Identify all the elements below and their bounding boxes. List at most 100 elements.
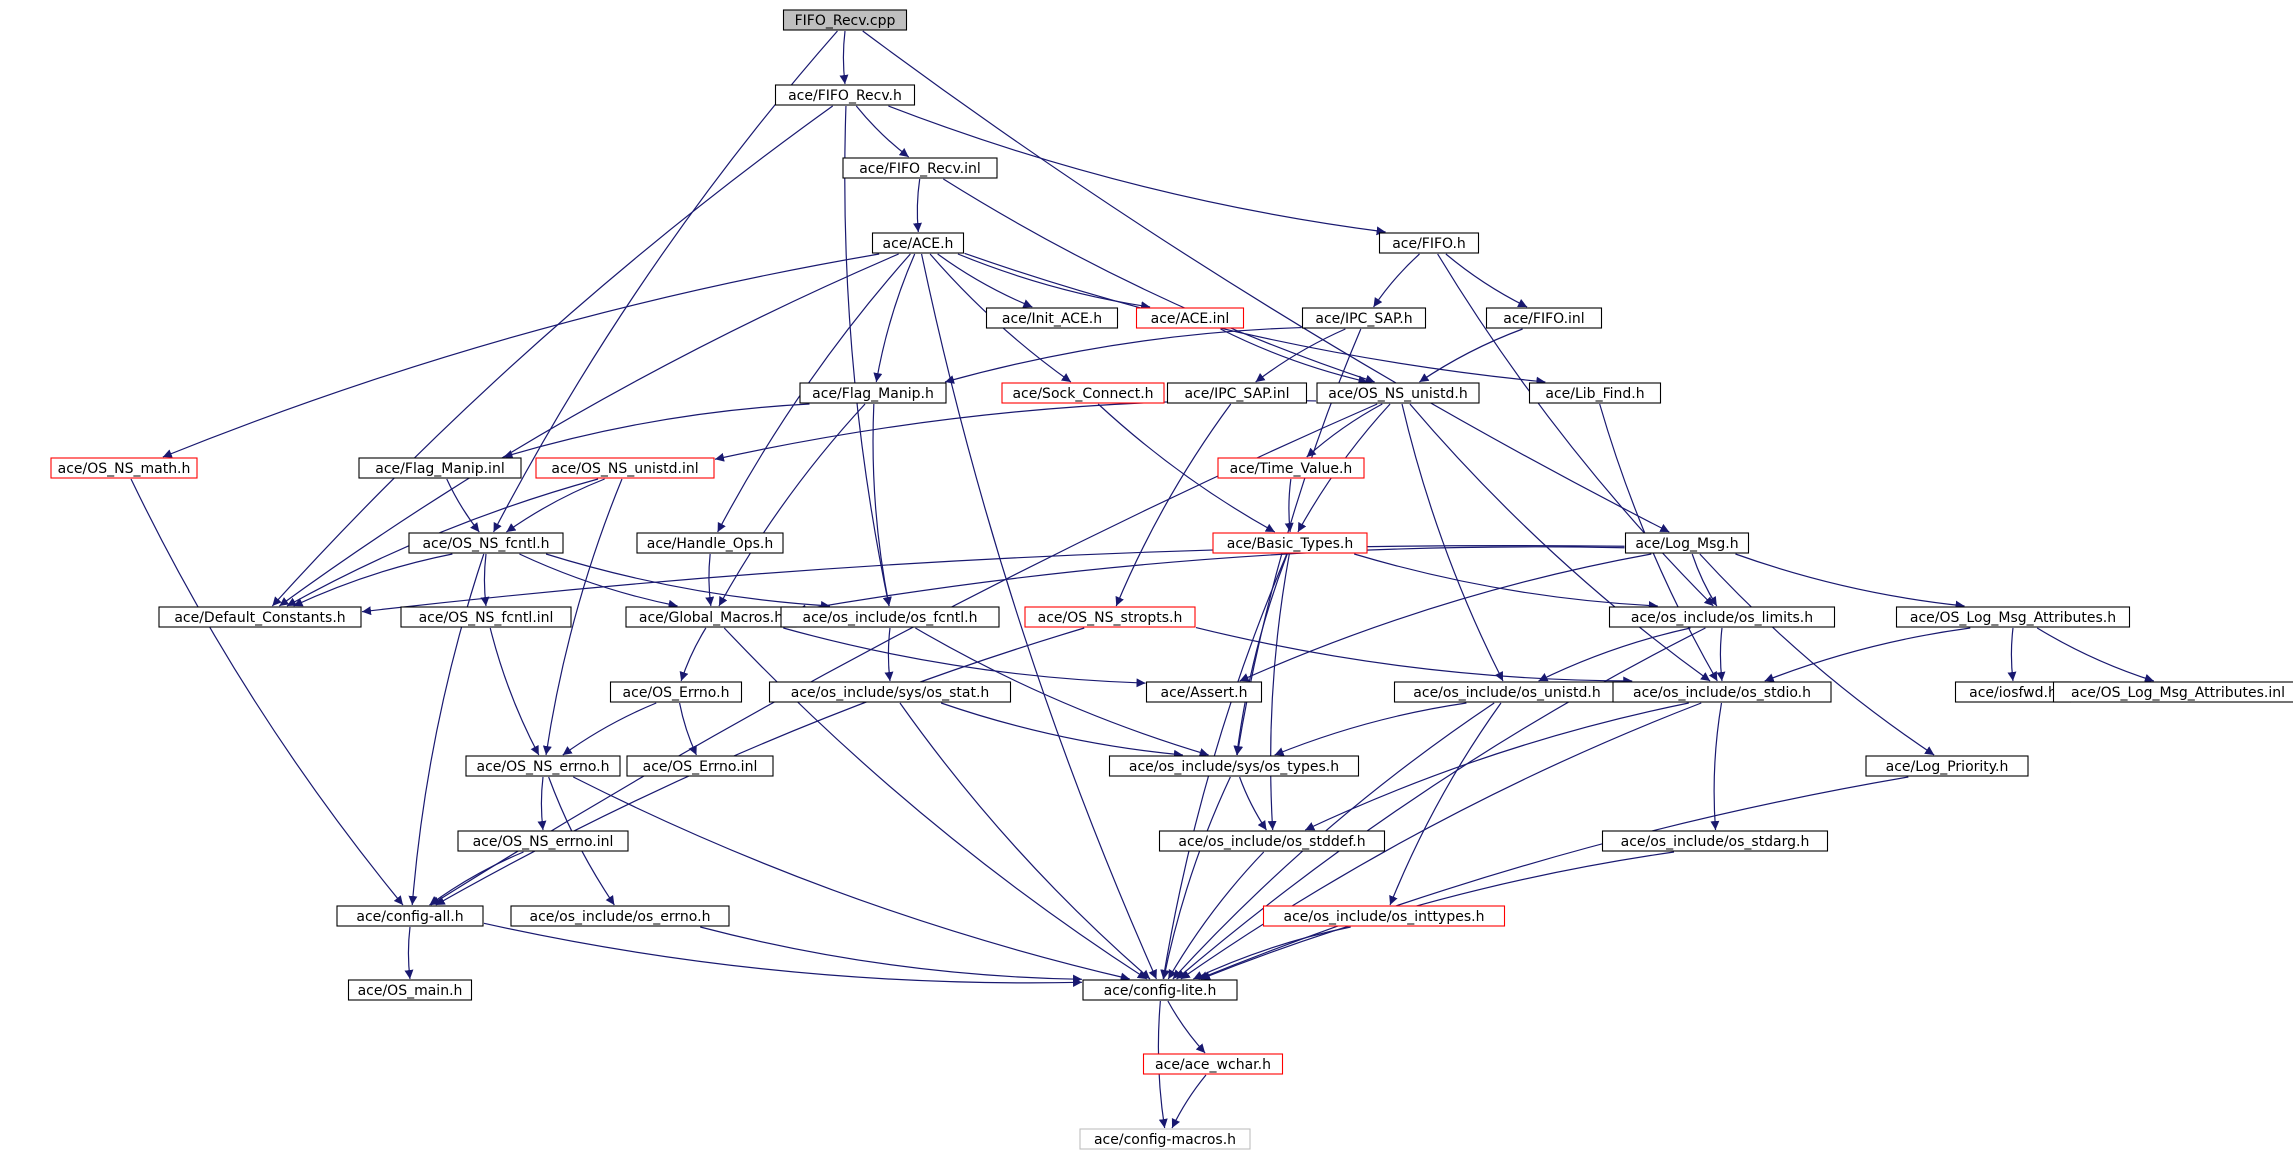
node-box	[1378, 232, 1480, 254]
node-global-macros-h[interactable]: ace/Global_Macros.h	[625, 606, 797, 628]
edge-flag-manip-inl-to-os-ns-fcntl-h	[446, 478, 480, 533]
node-box	[1217, 457, 1365, 479]
node-os-unistd-h[interactable]: ace/os_include/os_unistd.h	[1393, 681, 1621, 703]
node-config-all-h[interactable]: ace/config-all.h	[336, 905, 484, 927]
edge-os-log-msg-attr-h-to-iosfwd-h	[2007, 627, 2017, 682]
node-label: ace/FIFO_Recv.inl	[859, 161, 981, 177]
edge-os-log-msg-attr-h-to-os-stdio-h	[1764, 627, 1971, 682]
edge-log-msg-h-to-default-constants-h	[361, 544, 1625, 616]
node-box	[510, 905, 730, 927]
node-box	[336, 905, 484, 927]
node-box	[457, 830, 629, 852]
node-os-ns-stropts-h[interactable]: ace/OS_NS_stropts.h	[1024, 606, 1196, 628]
node-label: ace/os_include/os_stddef.h	[1178, 834, 1365, 850]
edge-os-log-msg-attr-h-to-os-log-msg-attr-inl	[2036, 627, 2154, 683]
node-os-types-h[interactable]: ace/os_include/sys/os_types.h	[1108, 755, 1360, 777]
node-os-ns-fcntl-h[interactable]: ace/OS_NS_fcntl.h	[408, 532, 564, 554]
node-label: ace/Basic_Types.h	[1227, 536, 1353, 552]
node-box	[609, 681, 743, 703]
node-label: FIFO_Recv.cpp	[795, 13, 896, 29]
node-label: ace/ACE.inl	[1151, 311, 1230, 327]
node-ipc-sap-h[interactable]: ace/IPC_SAP.h	[1301, 307, 1427, 329]
node-assert-h[interactable]: ace/Assert.h	[1145, 681, 1263, 703]
edge-ipc-sap-h-to-flag-manip-h	[944, 326, 1302, 384]
node-os-ns-errno-inl[interactable]: ace/OS_NS_errno.inl	[457, 830, 629, 852]
node-config-macros-h[interactable]: ace/config-macros.h	[1079, 1128, 1251, 1150]
node-config-lite-h[interactable]: ace/config-lite.h	[1082, 979, 1238, 1001]
edge-root-to-fifo-recv-h	[839, 30, 849, 85]
node-log-msg-h[interactable]: ace/Log_Msg.h	[1624, 532, 1750, 554]
edge-fifo-recv-inl-to-os-ns-unistd-h	[943, 178, 1375, 384]
node-box	[1301, 307, 1427, 329]
edge-log-msg-h-to-os-log-msg-attr-h	[1735, 553, 1965, 610]
node-label: ace/FIFO.h	[1392, 236, 1466, 252]
node-os-ns-unistd-inl[interactable]: ace/OS_NS_unistd.inl	[535, 457, 715, 479]
node-box	[636, 532, 784, 554]
edge-os-ns-errno-inl-to-config-all-h	[429, 851, 524, 906]
node-box	[1142, 1053, 1284, 1075]
node-ace-h[interactable]: ace/ACE.h	[871, 232, 965, 254]
node-log-priority-h[interactable]: ace/Log_Priority.h	[1865, 755, 2029, 777]
node-os-limits-h[interactable]: ace/os_include/os_limits.h	[1608, 606, 1836, 628]
node-os-errno-os-h[interactable]: ace/os_include/os_errno.h	[510, 905, 730, 927]
node-label: ace/Lib_Find.h	[1545, 386, 1644, 402]
node-os-stdarg-h[interactable]: ace/os_include/os_stdarg.h	[1601, 830, 1829, 852]
node-flag-manip-h[interactable]: ace/Flag_Manip.h	[799, 382, 947, 404]
node-os-ns-unistd-h[interactable]: ace/OS_NS_unistd.h	[1316, 382, 1480, 404]
node-os-fcntl-h[interactable]: ace/os_include/os_fcntl.h	[780, 606, 1000, 628]
edge-os-stdio-h-to-os-stddef-h	[1304, 702, 1689, 831]
edge-os-errno-h-to-os-errno-inl	[678, 702, 697, 756]
node-time-value-h[interactable]: ace/Time_Value.h	[1217, 457, 1365, 479]
node-root[interactable]: FIFO_Recv.cpp	[782, 9, 908, 31]
node-os-stddef-h[interactable]: ace/os_include/os_stddef.h	[1158, 830, 1386, 852]
node-os-inttypes-h[interactable]: ace/os_include/os_inttypes.h	[1262, 905, 1506, 927]
node-box	[347, 979, 473, 1001]
node-os-ns-fcntl-inl[interactable]: ace/OS_NS_fcntl.inl	[400, 606, 572, 628]
node-default-constants-h[interactable]: ace/Default_Constants.h	[158, 606, 362, 628]
node-os-main-h[interactable]: ace/OS_main.h	[347, 979, 473, 1001]
nodes-layer: FIFO_Recv.cpp ace/FIFO_Recv.h ace/FIFO_Rec…	[50, 9, 2293, 1150]
node-os-log-msg-attr-h[interactable]: ace/OS_Log_Msg_Attributes.h	[1895, 606, 2131, 628]
edge-ace-h-to-config-lite-h	[920, 253, 1157, 980]
node-os-stdio-h[interactable]: ace/os_include/os_stdio.h	[1612, 681, 1832, 703]
edge-os-ns-unistd-inl-to-os-ns-errno-h	[542, 478, 623, 756]
node-label: ace/os_include/os_fcntl.h	[803, 610, 978, 626]
edge-basic-types-h-to-os-types-h	[1233, 553, 1288, 756]
node-fifo-h[interactable]: ace/FIFO.h	[1378, 232, 1480, 254]
node-lib-find-h[interactable]: ace/Lib_Find.h	[1528, 382, 1662, 404]
edge-os-stdio-h-to-os-stdarg-h	[1710, 702, 1723, 831]
node-sock-connect-h[interactable]: ace/Sock_Connect.h	[1001, 382, 1165, 404]
node-label: ace/OS_NS_errno.inl	[473, 834, 614, 850]
node-box	[1024, 606, 1196, 628]
node-ace-inl[interactable]: ace/ACE.inl	[1135, 307, 1245, 329]
node-os-log-msg-attr-inl[interactable]: ace/OS_Log_Msg_Attributes.inl	[2052, 681, 2293, 703]
node-iosfwd-h[interactable]: ace/iosfwd.h	[1954, 681, 2072, 703]
node-ipc-sap-inl[interactable]: ace/IPC_SAP.inl	[1166, 382, 1308, 404]
node-flag-manip-inl[interactable]: ace/Flag_Manip.inl	[358, 457, 522, 479]
edge-os-types-h-to-config-lite-h	[1161, 776, 1231, 980]
node-ace-wchar-h[interactable]: ace/ace_wchar.h	[1142, 1053, 1284, 1075]
edge-config-all-h-to-os-main-h	[404, 926, 414, 980]
node-basic-types-h[interactable]: ace/Basic_Types.h	[1212, 532, 1368, 554]
node-init-ace-h[interactable]: ace/Init_ACE.h	[985, 307, 1119, 329]
node-label: ace/OS_Errno.inl	[643, 759, 758, 775]
node-box	[1135, 307, 1245, 329]
edge-fifo-inl-to-os-ns-unistd-h	[1419, 328, 1523, 383]
node-fifo-recv-h[interactable]: ace/FIFO_Recv.h	[774, 84, 916, 106]
node-os-errno-inl[interactable]: ace/OS_Errno.inl	[626, 755, 774, 777]
node-os-errno-h[interactable]: ace/OS_Errno.h	[609, 681, 743, 703]
node-label: ace/Default_Constants.h	[174, 610, 345, 626]
node-box	[408, 532, 564, 554]
node-os-stat-h[interactable]: ace/os_include/sys/os_stat.h	[768, 681, 1012, 703]
node-fifo-recv-inl[interactable]: ace/FIFO_Recv.inl	[842, 157, 998, 179]
edge-root-to-os-ns-fcntl-h	[493, 30, 838, 533]
node-os-ns-errno-h[interactable]: ace/OS_NS_errno.h	[465, 755, 621, 777]
node-handle-ops-h[interactable]: ace/Handle_Ops.h	[636, 532, 784, 554]
node-label: ace/ACE.h	[883, 236, 954, 252]
node-os-ns-math-h[interactable]: ace/OS_NS_math.h	[50, 457, 198, 479]
edge-os-fcntl-h-to-os-stat-h	[884, 627, 894, 682]
node-label: ace/FIFO_Recv.h	[788, 88, 902, 104]
node-box	[871, 232, 965, 254]
node-fifo-inl[interactable]: ace/FIFO.inl	[1485, 307, 1603, 329]
edge-os-fcntl-h-to-os-types-h	[915, 627, 1209, 757]
